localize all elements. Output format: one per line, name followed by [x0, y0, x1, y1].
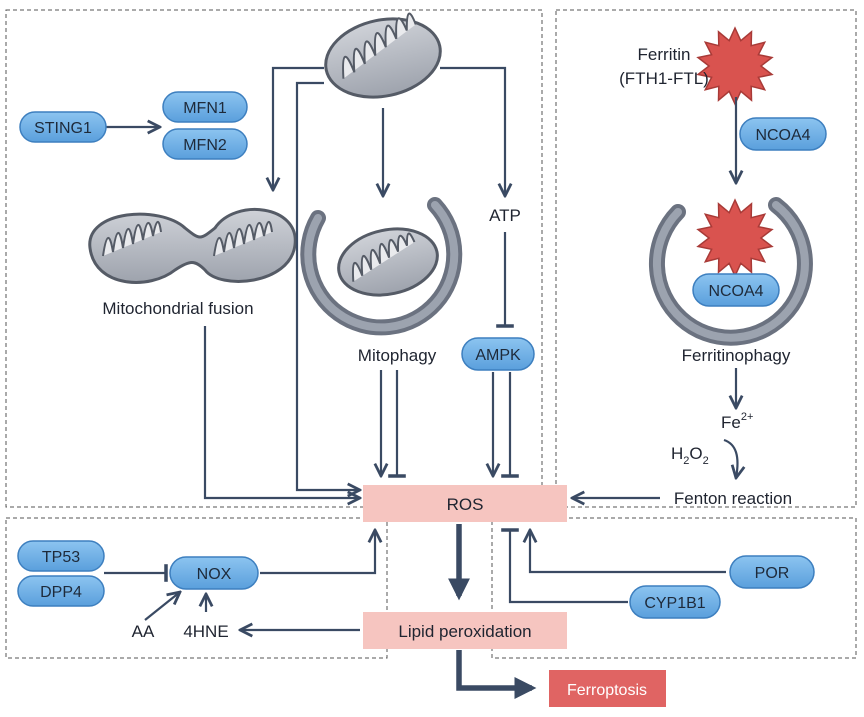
- mitophagy-label: Mitophagy: [358, 346, 437, 365]
- bottom-arrows: [104, 528, 726, 630]
- ferroptosis-box: Ferroptosis: [549, 670, 666, 707]
- h2o2-label: H2O2: [671, 444, 709, 467]
- nox-panel: [5, 517, 388, 659]
- ferritinophagy-autophagosome-icon: [648, 197, 813, 346]
- sting1-label: STING1: [34, 120, 92, 137]
- ncoa4-top-label: NCOA4: [755, 127, 810, 144]
- panel-borders: [5, 9, 857, 659]
- pill-tp53: TP53: [17, 540, 105, 572]
- ferritin-in-autophagosome-icon: [696, 198, 774, 278]
- pill-sting1: STING1: [19, 111, 107, 143]
- mitochondria-panel: [5, 9, 543, 508]
- pill-ncoa4-bottom: NCOA4: [692, 273, 780, 307]
- ros-label: ROS: [447, 495, 484, 514]
- mfn2-label: MFN2: [183, 137, 227, 154]
- thick-arrows: [448, 524, 537, 699]
- pill-mfn1: MFN1: [162, 91, 248, 123]
- atp-label: ATP: [489, 206, 521, 225]
- por-panel: [491, 517, 857, 659]
- ferroptosis-label: Ferroptosis: [567, 682, 647, 699]
- mitophagy-autophagosome-icon: [300, 197, 463, 336]
- fenton-reaction-label: Fenton reaction: [674, 489, 792, 508]
- ferritin-label: Ferritin: [638, 45, 691, 64]
- pill-ampk: AMPK: [461, 337, 535, 371]
- ferritinophagy-label: Ferritinophagy: [682, 346, 791, 365]
- pill-mfn2: MFN2: [162, 128, 248, 160]
- pill-ncoa4-top: NCOA4: [739, 117, 827, 151]
- ferritinophagy-panel: [555, 9, 857, 508]
- pill-nox: NOX: [169, 556, 259, 590]
- ferritin-subunit-label: (FTH1-FTL): [619, 69, 709, 88]
- pill-dpp4: DPP4: [17, 575, 105, 607]
- mito-arrows: [106, 66, 519, 498]
- ferritin-arrows: [572, 97, 738, 498]
- mitochondrial-fusion-label: Mitochondrial fusion: [102, 299, 253, 318]
- tp53-label: TP53: [42, 549, 80, 566]
- mfn1-label: MFN1: [183, 100, 227, 117]
- aa-label: AA: [132, 622, 155, 641]
- ampk-label: AMPK: [475, 347, 521, 364]
- mitochondrion-top-icon: [324, 12, 442, 99]
- ros-box: ROS: [363, 485, 567, 522]
- ferritin-icon: [696, 26, 774, 106]
- iron-label: Fe2+: [721, 411, 753, 432]
- lipid-peroxidation-box: Lipid peroxidation: [363, 612, 567, 649]
- cyp1b1-label: CYP1B1: [644, 595, 705, 612]
- dpp4-label: DPP4: [40, 584, 82, 601]
- mitochondrial-fusion-icon: [88, 207, 297, 284]
- por-label: POR: [755, 565, 790, 582]
- ncoa4-bottom-label: NCOA4: [708, 283, 763, 300]
- 4hne-label: 4HNE: [183, 622, 228, 641]
- lipid-peroxidation-label: Lipid peroxidation: [398, 622, 531, 641]
- pill-cyp1b1: CYP1B1: [629, 585, 721, 619]
- pill-por: POR: [729, 555, 815, 589]
- nox-label: NOX: [197, 566, 232, 583]
